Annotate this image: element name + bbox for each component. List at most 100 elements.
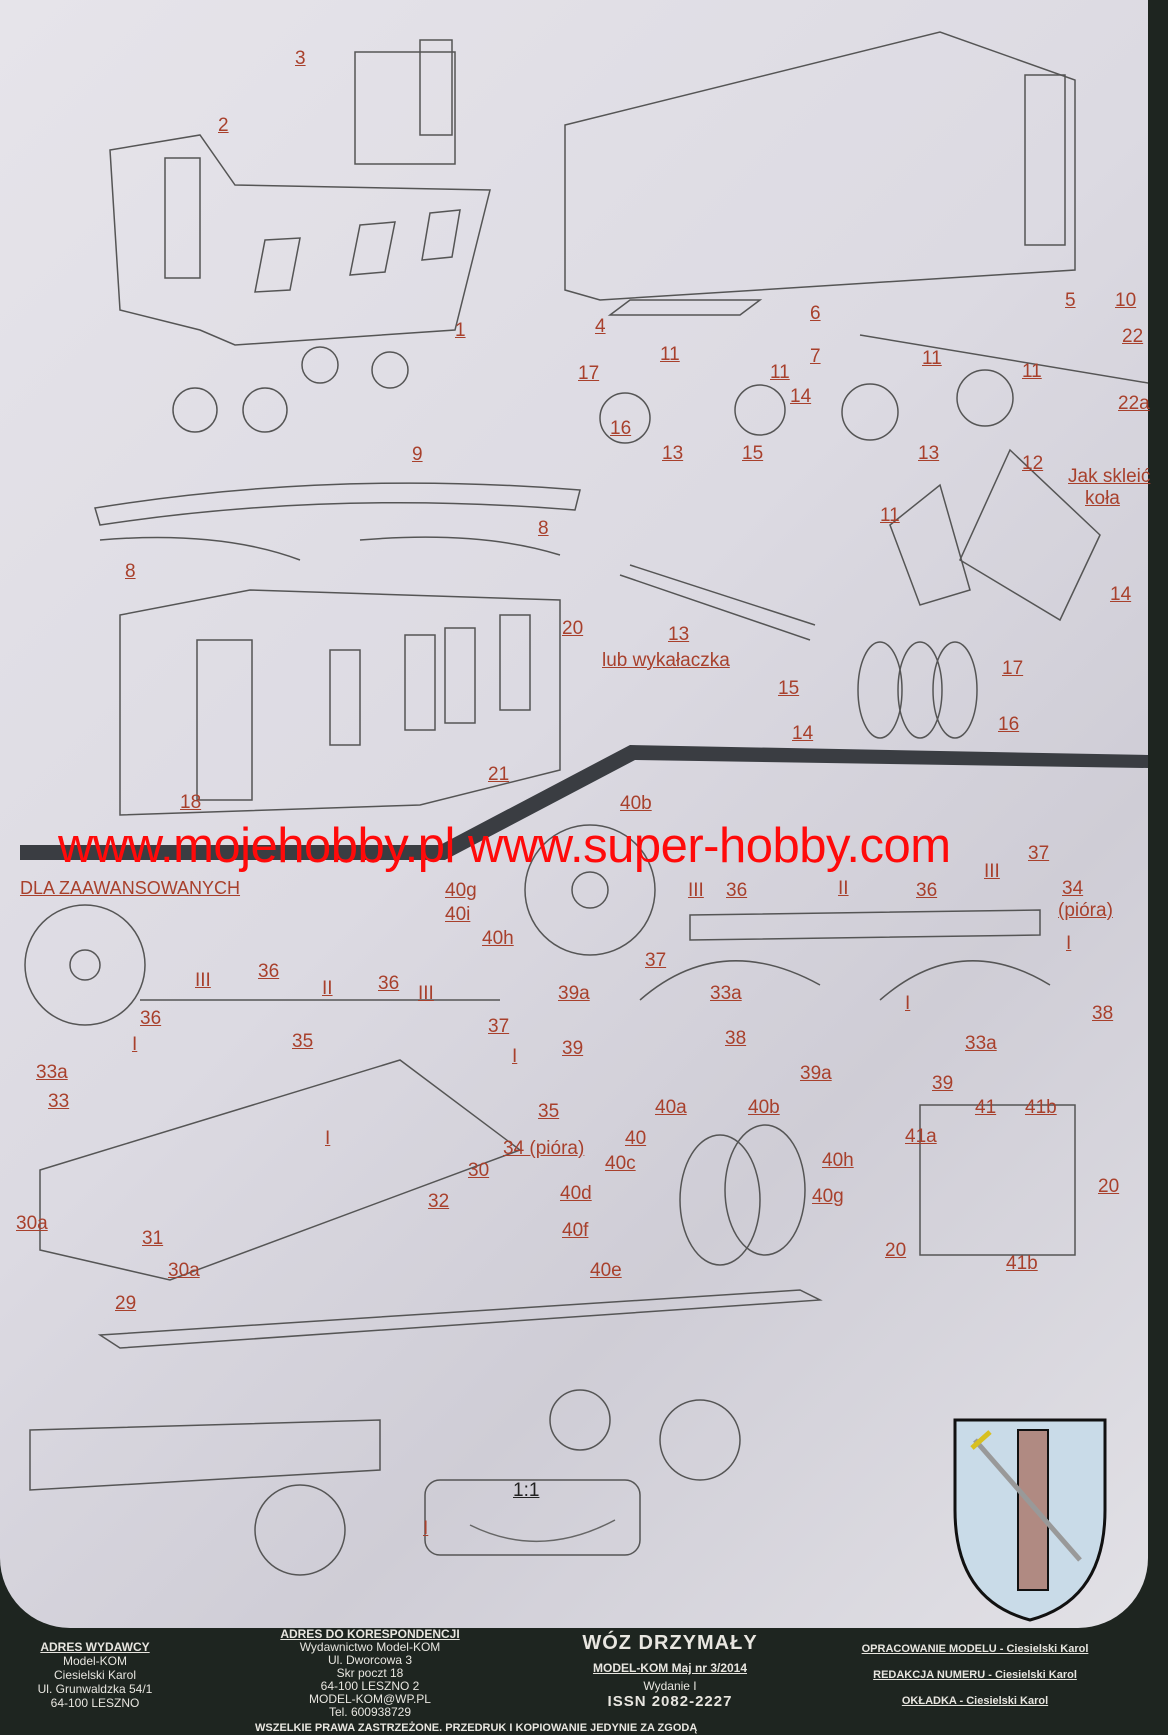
part-label: 11 (922, 348, 942, 369)
correspondence-line: MODEL-KOM@WP.PL (309, 1692, 431, 1706)
part-label: 8 (538, 518, 549, 539)
part-label: 41b (1025, 1097, 1057, 1118)
part-label: 41b (1006, 1253, 1038, 1274)
part-label: 41 (975, 1097, 997, 1118)
part-label: III (195, 970, 211, 991)
part-label: 41a (905, 1126, 937, 1147)
part-label: 33a (710, 983, 742, 1004)
credits: OPRACOWANIE MODELU - Ciesielski Karol RE… (830, 1642, 1120, 1720)
credit: OPRACOWANIE MODELU - Ciesielski Karol (861, 1643, 1089, 1655)
issue: MODEL-KOM Maj nr 3/2014 (592, 1661, 748, 1675)
part-label: I (423, 1518, 429, 1539)
part-label: 31 (142, 1228, 164, 1249)
part-label: III (984, 861, 1000, 882)
publisher-line: Model-KOM (62, 1654, 127, 1668)
part-label: 40 (625, 1128, 647, 1149)
part-label: 20 (1098, 1176, 1120, 1197)
publisher-line: 64-100 LESZNO (50, 1696, 140, 1710)
part-label: 33a (965, 1033, 997, 1054)
publisher-line: Ul. Grunwaldzka 54/1 (37, 1682, 153, 1696)
part-label: 2 (218, 115, 229, 136)
part-label: 30a (16, 1213, 48, 1234)
part-label: 40c (605, 1153, 636, 1174)
part-label: 34 (1062, 878, 1084, 899)
part-label: II (838, 878, 849, 899)
correspondence-heading: ADRES DO KORESPONDENCJI (280, 1627, 460, 1641)
part-label: 5 (1065, 290, 1076, 311)
part-label: 34 (pióra) (503, 1138, 585, 1159)
publisher-heading: ADRES WYDAWCY (40, 1640, 150, 1654)
wagon-body-part-1 (109, 39, 491, 433)
part-label: 36 (140, 1008, 162, 1029)
part-label: 35 (538, 1101, 560, 1122)
part-label: 36 (378, 973, 400, 994)
correspondence-address: ADRES DO KORESPONDENCJI Wydawnictwo Mode… (280, 1628, 460, 1719)
part-label: 40i (445, 904, 471, 925)
part-label: II (322, 978, 333, 999)
part-label: 39a (558, 983, 590, 1004)
part-label: 40h (822, 1150, 854, 1171)
part-label: 39 (562, 1038, 584, 1059)
correspondence-line: Tel. 600938729 (328, 1705, 412, 1719)
correspondence-line: Wydawnictwo Model-KOM (299, 1640, 441, 1654)
part-label: 40e (590, 1260, 622, 1281)
model-title: WÓZ DRZYMAŁY (582, 1632, 758, 1654)
publisher-line: Ciesielski Karol (53, 1668, 137, 1682)
correspondence-line: Ul. Dworcowa 3 (327, 1653, 413, 1667)
part-label: 40d (560, 1183, 592, 1204)
part-label: 29 (115, 1293, 137, 1314)
part-label: 13 (662, 443, 684, 464)
part-label: 3 (295, 48, 306, 69)
part-label: 12 (1022, 453, 1044, 474)
part-label: 22 (1122, 326, 1144, 347)
part-label: III (418, 983, 434, 1004)
part-label: 39a (800, 1063, 832, 1084)
part-label: 7 (810, 346, 821, 367)
part-label: 40b (748, 1097, 780, 1118)
part-label: 16 (610, 418, 632, 439)
part-label: 11 (660, 344, 680, 365)
part-label: 14 (1110, 584, 1132, 605)
part-label: 37 (1028, 843, 1050, 864)
credit: REDAKCJA NUMERU - Ciesielski Karol (873, 1669, 1077, 1681)
part-label: 30a (168, 1260, 200, 1281)
part-label: 13 (918, 443, 940, 464)
part-label: 1 (455, 320, 466, 341)
part-label: koła (1085, 488, 1120, 509)
wagon-body-part-18 (119, 589, 561, 816)
part-label: 14 (792, 723, 814, 744)
part-label: 1:1 (513, 1480, 540, 1501)
publication-info: WÓZ DRZYMAŁY MODEL-KOM Maj nr 3/2014 Wyd… (520, 1632, 820, 1710)
part-label: 35 (292, 1031, 314, 1052)
part-label: 36 (726, 880, 748, 901)
edition: Wydanie I (643, 1679, 697, 1693)
part-label: 37 (645, 950, 667, 971)
part-label: 40h (482, 928, 514, 949)
part-label: 37 (488, 1016, 510, 1037)
part-label: (pióra) (1058, 900, 1113, 921)
part-label: 20 (562, 618, 584, 639)
part-label: 8 (125, 561, 136, 582)
part-label: 40f (562, 1220, 589, 1241)
correspondence-line: 64-100 LESZNO 2 (320, 1679, 420, 1693)
part-label: 11 (1022, 361, 1042, 382)
part-label: 39 (932, 1073, 954, 1094)
part-label: 40g (812, 1186, 844, 1207)
rights-notice: WSZELKIE PRAWA ZASTRZEŻONE. PRZEDRUK I K… (255, 1722, 698, 1734)
part-label: 36 (916, 880, 938, 901)
wheel-assembly-detail (619, 448, 1101, 739)
part-label: 4 (595, 316, 606, 337)
part-label: 14 (790, 386, 812, 407)
part-label: 10 (1115, 290, 1137, 311)
part-label: 15 (742, 443, 764, 464)
part-label: 9 (412, 444, 423, 465)
publisher-address: ADRES WYDAWCY Model-KOM Ciesielski Karol… (20, 1640, 170, 1710)
part-label: 32 (428, 1191, 450, 1212)
part-label: 40b (620, 793, 652, 814)
part-label: 17 (578, 363, 600, 384)
part-label: 22a (1118, 393, 1150, 414)
part-label: 40g (445, 880, 477, 901)
part-label: III (688, 880, 704, 901)
part-label: I (325, 1128, 331, 1149)
